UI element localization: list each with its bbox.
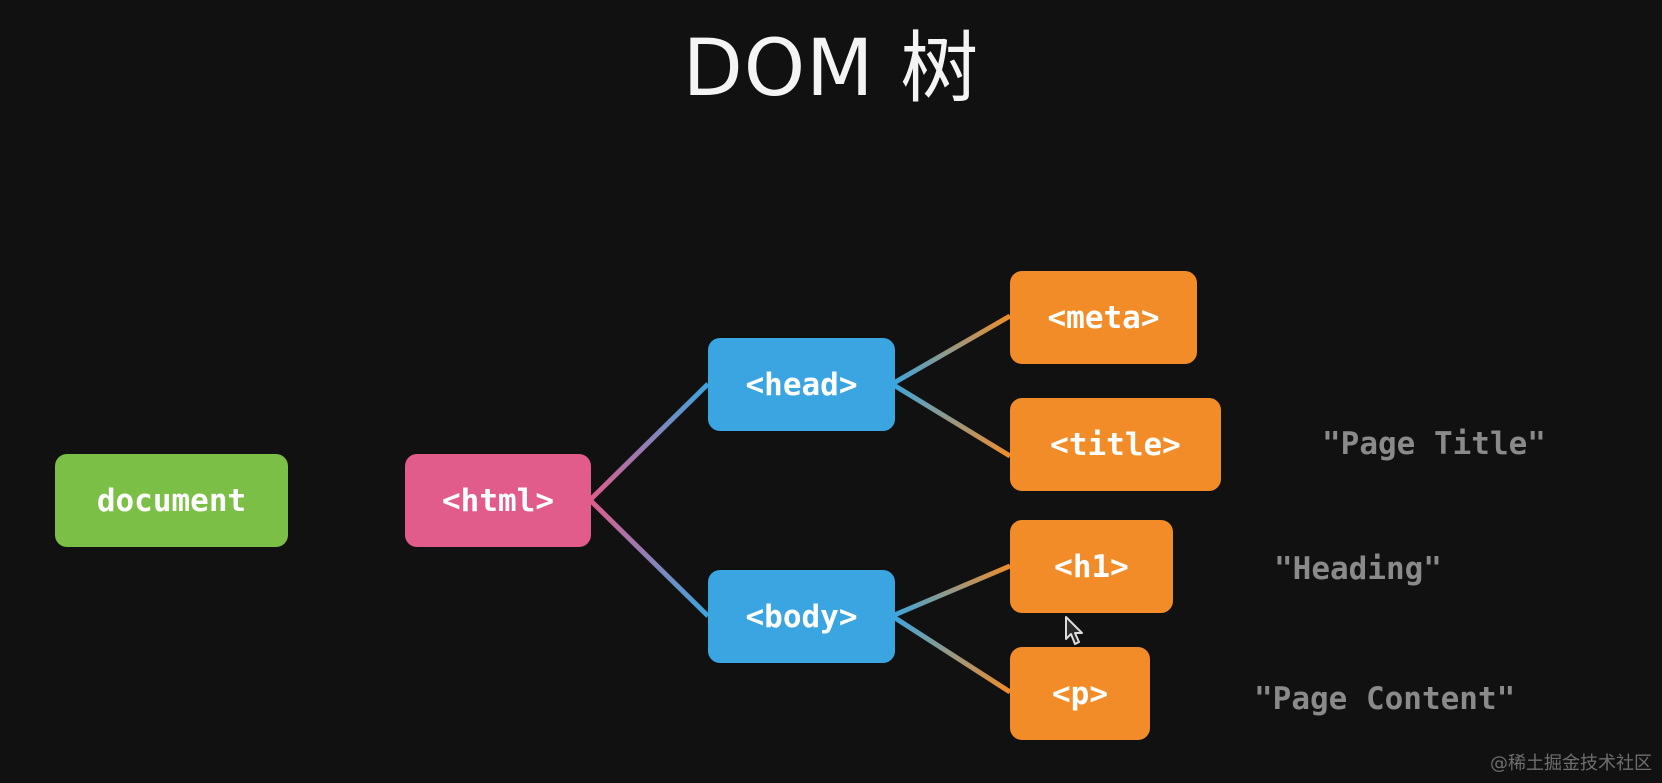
watermark: @稀土掘金技术社区 xyxy=(1490,753,1652,774)
text-node-page-content: "Page Content" xyxy=(1254,681,1516,717)
mouse-pointer-icon xyxy=(1065,616,1083,645)
node-meta: <meta> xyxy=(1010,271,1197,364)
edge-head-title xyxy=(890,381,1012,459)
edge-html-body xyxy=(588,498,710,618)
node-head: <head> xyxy=(708,338,895,431)
node-document: document xyxy=(55,454,288,547)
node-h1: <h1> xyxy=(1010,520,1173,613)
edge-body-h1 xyxy=(891,563,1011,619)
node-body: <body> xyxy=(708,570,895,663)
node-p: <p> xyxy=(1010,647,1150,740)
text-node-heading: "Heading" xyxy=(1274,551,1442,587)
text-node-page-title: "Page Title" xyxy=(1322,426,1546,462)
node-title: <title> xyxy=(1010,398,1221,491)
edge-head-meta xyxy=(890,313,1012,387)
edge-body-p xyxy=(890,613,1012,695)
slide-title: DOM 树 xyxy=(682,24,980,114)
edge-html-head xyxy=(588,382,710,502)
node-html: <html> xyxy=(405,454,591,547)
